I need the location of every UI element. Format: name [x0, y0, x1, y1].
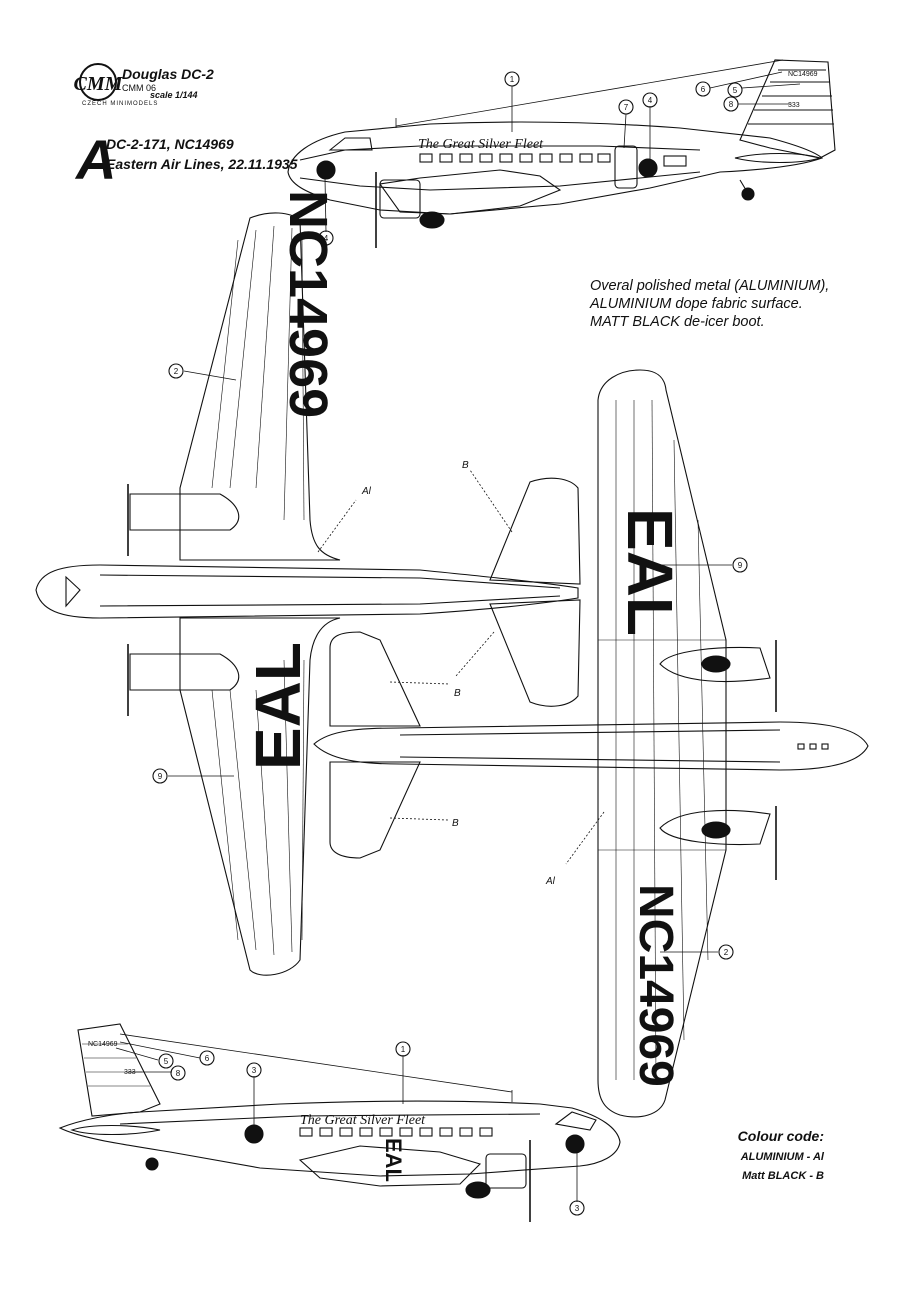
- colour-callouts: Al B B B Al: [317, 460, 605, 887]
- wing-code-right: EAL: [614, 508, 686, 636]
- callout-number: 8: [176, 1069, 181, 1078]
- callout-2: 2: [168, 363, 237, 381]
- callout-3: 3: [246, 1062, 262, 1078]
- callout-number: 6: [205, 1054, 210, 1063]
- callout-al: Al: [545, 876, 556, 887]
- wing-registration-right: NC14969: [629, 884, 682, 1087]
- nacelle-code-bottom: EAL: [381, 1138, 406, 1182]
- callout-number: 9: [738, 561, 743, 570]
- variant-letter: A: [76, 128, 117, 191]
- fin-number-top: 333: [788, 102, 800, 109]
- fuselage-script-bottom: The Great Silver Fleet: [300, 1113, 426, 1128]
- callout-b: B: [462, 460, 469, 471]
- callout-4: 4: [642, 92, 658, 108]
- callout-1: 1: [395, 1041, 411, 1057]
- cmm-logo: CMM: [74, 63, 124, 101]
- paint-note-line: MATT BLACK de-icer boot.: [590, 314, 765, 330]
- callout-number: 8: [729, 100, 734, 109]
- profile-right-view: The Great Silver Fleet NC14969 333: [287, 59, 836, 248]
- plan-top-view: NC14969 EAL: [35, 190, 581, 976]
- paint-notes: Overal polished metal (ALUMINIUM), ALUMI…: [590, 277, 860, 331]
- callout-b: B: [452, 818, 459, 829]
- callout-al: Al: [361, 486, 372, 497]
- variant-designation: DC-2-171, NC14969: [106, 136, 234, 152]
- callout-1: 1: [504, 71, 520, 87]
- callout-number: 5: [164, 1057, 169, 1066]
- callout-6: 6: [695, 81, 711, 97]
- callout-number: 1: [510, 75, 515, 84]
- logo-subtext: CZECH MINIMODELS: [82, 101, 159, 107]
- paint-note-line: Overal polished metal (ALUMINIUM),: [590, 278, 830, 294]
- callout-number: 3: [575, 1204, 580, 1213]
- callout-5: 5: [158, 1053, 174, 1069]
- callout-5: 5: [727, 82, 743, 98]
- callout-6: 6: [199, 1050, 215, 1066]
- fin-number-bottom: 333: [124, 1069, 136, 1076]
- wing-code-left: EAL: [242, 642, 314, 770]
- fin-registration-top: NC14969: [788, 71, 818, 78]
- aircraft-title: Douglas DC-2: [122, 66, 214, 82]
- callout-9: 9: [152, 768, 234, 784]
- callout-number: 2: [174, 367, 179, 376]
- callout-number: 3: [252, 1066, 257, 1075]
- colour-code-legend: Colour code: ALUMINIUM - Al Matt BLACK -…: [738, 1128, 824, 1186]
- callout-number: 5: [733, 86, 738, 95]
- callout-8: 8: [170, 1065, 186, 1081]
- callout-number: 9: [158, 772, 163, 781]
- variant-operator: Eastern Air Lines, 22.11.1935: [106, 156, 298, 172]
- callout-8: 8: [723, 96, 739, 112]
- fuselage-script-top: The Great Silver Fleet: [418, 137, 544, 152]
- wing-registration-left: NC14969: [278, 190, 338, 418]
- kit-code: CMM 06: [122, 83, 157, 93]
- logo-text: CMM: [74, 73, 124, 95]
- callout-number: 4: [324, 234, 329, 243]
- callout-4: 4: [318, 230, 334, 246]
- callout-2: 2: [660, 944, 734, 960]
- callout-number: 7: [624, 103, 629, 112]
- callout-b: B: [454, 688, 461, 699]
- colour-code-item: ALUMINIUM - Al: [740, 1151, 824, 1163]
- colour-code-title: Colour code:: [737, 1128, 824, 1144]
- callout-9: 9: [660, 557, 748, 573]
- fin-registration-bottom: NC14969: [88, 1041, 118, 1048]
- callout-number: 2: [724, 948, 729, 957]
- colour-code-item: Matt BLACK - B: [742, 1170, 824, 1182]
- paint-note-line: ALUMINIUM dope fabric surface.: [590, 296, 803, 312]
- callout-3: 3: [569, 1200, 585, 1216]
- callout-7: 7: [618, 99, 634, 115]
- scale-label: scale 1/144: [150, 90, 198, 100]
- callout-number: 1: [401, 1045, 406, 1054]
- callout-number: 6: [701, 85, 706, 94]
- profile-left-view: The Great Silver Fleet NC14969 333 EAL: [58, 1023, 621, 1222]
- plan-under-view: EAL NC14969: [313, 369, 869, 1118]
- callout-number: 4: [648, 96, 653, 105]
- callout-markers: 1 4 7 4 6 5 8 2 9 9: [152, 71, 748, 1216]
